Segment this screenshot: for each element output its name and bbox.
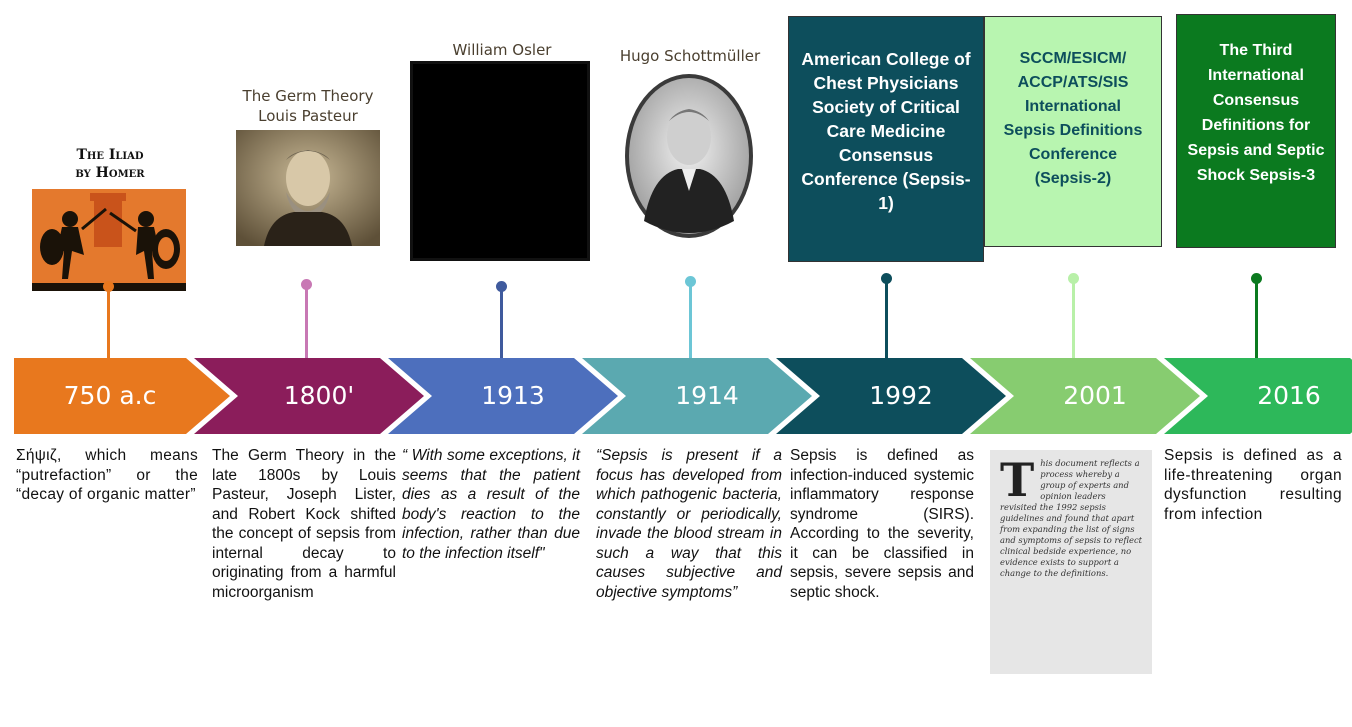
timeline-stem-2 (500, 286, 503, 364)
sepsis-1-text: American College of Chest Physicians Soc… (801, 49, 971, 213)
description-1800: The Germ Theory in the late 1800s by Lou… (212, 447, 396, 601)
iliad-vase-image (32, 189, 186, 291)
sepsis-2-text: SCCM/ESICM/ ACCP/ATS/SIS International S… (1003, 50, 1143, 187)
year-label: 1992 (869, 381, 933, 410)
timeline-dot-1 (301, 279, 312, 290)
description-1913: “ With some exceptions, it seems that th… (402, 447, 580, 562)
document-excerpt-text: his document reflects a process whereby … (1000, 458, 1143, 578)
osler-title: William Osler (452, 41, 552, 59)
timeline-stem-6 (1255, 278, 1258, 364)
germ-theory-title-line1: The Germ Theory (242, 87, 374, 105)
timeline-stem-5 (1072, 278, 1075, 364)
year-label: 2001 (1063, 381, 1127, 410)
germ-theory-title: The Germ Theory Louis Pasteur (226, 86, 390, 126)
year-label: 750 a.c (63, 381, 157, 410)
sepsis-3-text: The Third International Consensus Defini… (1187, 42, 1325, 184)
timeline-arrow-6 (1164, 358, 1352, 434)
timeline-stem-1 (305, 284, 308, 364)
sepsis-2-box: SCCM/ESICM/ ACCP/ATS/SIS International S… (984, 16, 1162, 247)
iliad-title-line1: The Iliad (76, 147, 144, 163)
timeline-dot-6 (1251, 273, 1262, 284)
description-2016: Sepsis is defined as a life-threatening … (1164, 447, 1342, 523)
timeline-dot-2 (496, 281, 507, 292)
schottmuller-title: Hugo Schottmüller (619, 47, 761, 65)
sepsis-3-box: The Third International Consensus Defini… (1176, 14, 1336, 248)
timeline-dot-4 (881, 273, 892, 284)
timeline-stem-4 (885, 278, 888, 364)
timeline-stem-3 (689, 281, 692, 364)
description-750: Σήψιζ, which means “putrefaction” or the… (16, 447, 198, 503)
sepsis-1-box: American College of Chest Physicians Soc… (788, 16, 984, 262)
timeline-dot-0 (103, 281, 114, 292)
timeline-dot-5 (1068, 273, 1079, 284)
year-label: 1913 (481, 381, 545, 410)
pasteur-portrait (236, 130, 380, 246)
osler-portrait (410, 61, 590, 261)
portrait-illustration (625, 74, 753, 238)
timeline-arrow-1 (194, 358, 424, 434)
description-1914: “Sepsis is present if a focus has develo… (596, 447, 782, 601)
dropcap-letter: T (1000, 453, 1035, 507)
year-label: 1800' (283, 381, 355, 410)
year-label: 2016 (1257, 381, 1321, 410)
timeline-stem-0 (107, 286, 110, 364)
iliad-title: The Iliad by Homer (40, 146, 180, 182)
description-1992: Sepsis is defined as infection-induced s… (790, 447, 974, 601)
timeline-arrow-3 (582, 358, 812, 434)
portrait-illustration (236, 130, 380, 246)
timeline-arrow-0 (14, 358, 230, 434)
timeline-arrow-4 (776, 358, 1006, 434)
timeline-arrow-5 (970, 358, 1200, 434)
timeline-dot-3 (685, 276, 696, 287)
schottmuller-portrait (622, 71, 756, 241)
sepsis-2-document-excerpt: T his document reflects a process whereb… (990, 450, 1152, 674)
iliad-title-line2: by Homer (75, 165, 145, 181)
year-label: 1914 (675, 381, 739, 410)
timeline-arrow-2 (388, 358, 618, 434)
germ-theory-title-line2: Louis Pasteur (258, 107, 358, 125)
